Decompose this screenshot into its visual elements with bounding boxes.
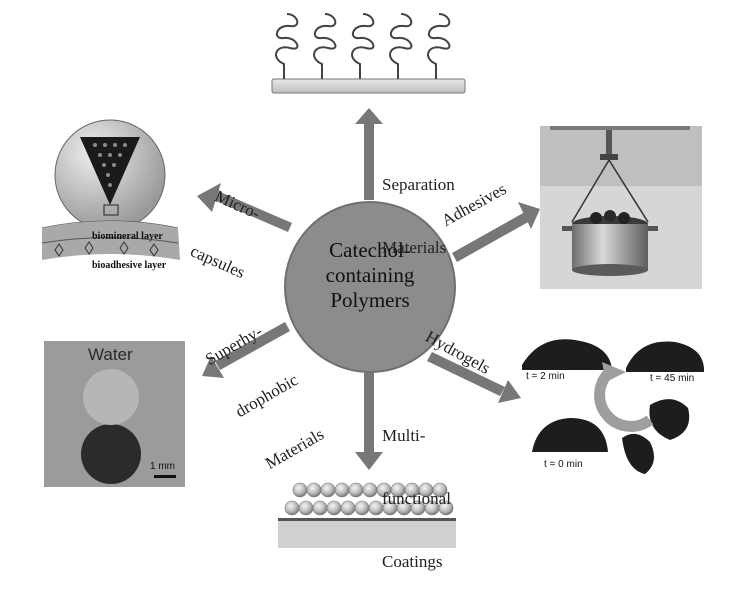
separation-illustration [271, 13, 466, 94]
time-label-0min: t = 0 min [544, 459, 583, 470]
coatings-line-2: functional [382, 489, 451, 508]
arrow-adhesives [452, 202, 540, 262]
diagram: Catechol- containing Polymers Separation… [41, 13, 705, 571]
water-label: Water [88, 345, 133, 364]
time-label-2min: t = 2 min [526, 371, 565, 382]
coatings-illustration [278, 482, 456, 548]
arrow-superhydrophobic [202, 322, 290, 378]
coatings-label: Multi- functional Coatings [382, 383, 451, 593]
superhydrophobic-line-2: drophobic [232, 370, 302, 422]
separation-label: Separation Materials [382, 132, 455, 279]
bioadhesive-layer-label: bioadhesive layer [92, 260, 167, 271]
adhesives-photo [540, 126, 702, 289]
separation-line-2: Materials [382, 238, 447, 257]
microcapsules-line-1: Micro- [212, 186, 263, 224]
center-line-2: containing [325, 263, 415, 287]
time-label-45min: t = 45 min [650, 373, 695, 384]
coatings-line-1: Multi- [382, 426, 426, 445]
coatings-line-3: Coatings [382, 552, 443, 571]
superhydrophobic-line-3: Materials [262, 424, 328, 474]
separation-line-1: Separation [382, 175, 455, 194]
center-label: Catechol- containing Polymers [290, 238, 450, 313]
scale-bar-label: 1 mm [150, 461, 175, 472]
hydrogels-photo [522, 339, 705, 474]
superhydrophobic-line-1: Superhy- [202, 321, 266, 370]
microcapsules-line-2: capsules [187, 241, 248, 283]
center-line-1: Catechol- [329, 238, 411, 262]
biomineral-layer-label: biomineral layer [92, 231, 163, 242]
arrow-separation [355, 108, 383, 200]
arrow-microcapsules [197, 183, 292, 232]
center-line-3: Polymers [330, 288, 410, 312]
arrow-coatings [355, 372, 383, 470]
arrow-hydrogels [427, 352, 521, 403]
microcapsule-illustration [41, 119, 180, 260]
superhydrophobic-photo [44, 341, 185, 487]
